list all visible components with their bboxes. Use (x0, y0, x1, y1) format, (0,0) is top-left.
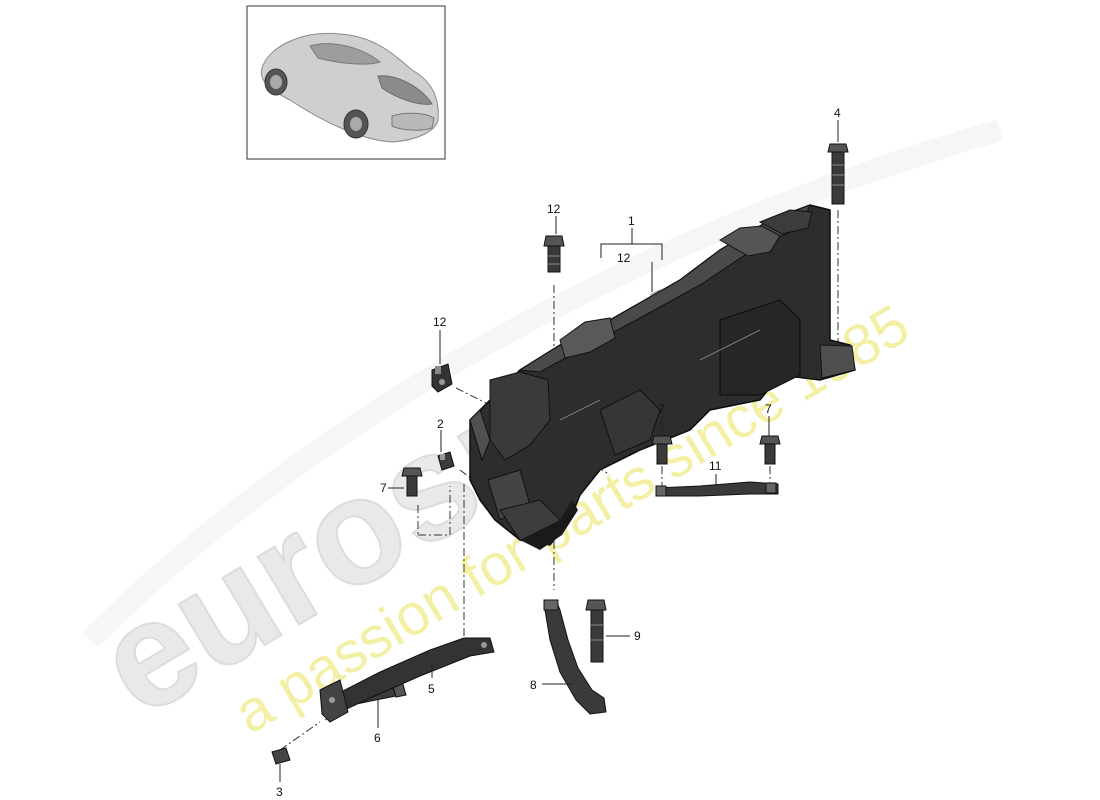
callout-9: 9 (634, 629, 641, 643)
callout-12-left: 12 (433, 315, 447, 329)
small-bracket-part-12 (431, 363, 453, 393)
callout-6: 6 (374, 731, 381, 745)
callout-11: 11 (709, 459, 722, 473)
brace-part-5 (319, 637, 495, 723)
bolt-part-7-right (759, 435, 781, 465)
callout-5: 5 (428, 682, 435, 696)
car-thumbnail-icon (260, 32, 439, 143)
bolt-part-7-mid (651, 435, 673, 465)
clip-part-2 (437, 451, 455, 471)
callout-12-top: 12 (617, 251, 631, 265)
leader-lines (279, 120, 839, 782)
bolt-part-7-left (401, 467, 423, 497)
strut-part-11 (655, 481, 779, 497)
callout-4: 4 (834, 106, 841, 120)
callout-2: 2 (437, 417, 444, 431)
main-carrier-part (469, 204, 856, 550)
callout-8: 8 (530, 678, 537, 692)
bolt-part-9 (585, 599, 607, 663)
callout-7-right: 7 (765, 402, 772, 416)
callout-10: 12 (547, 202, 561, 216)
nut-part-3 (271, 747, 291, 765)
bracket-part-8 (543, 599, 607, 715)
callouts: 4 12 1 12 12 2 7 7 7 11 5 6 3 8 9 (276, 106, 841, 799)
bolt-part-10 (543, 235, 565, 273)
callout-7-mid: 7 (658, 402, 665, 416)
callout-1: 1 (628, 214, 635, 228)
thumbnail (246, 5, 446, 160)
callout-3: 3 (276, 785, 283, 799)
bolt-part-4 (827, 143, 849, 205)
callout-7-left: 7 (380, 481, 387, 495)
